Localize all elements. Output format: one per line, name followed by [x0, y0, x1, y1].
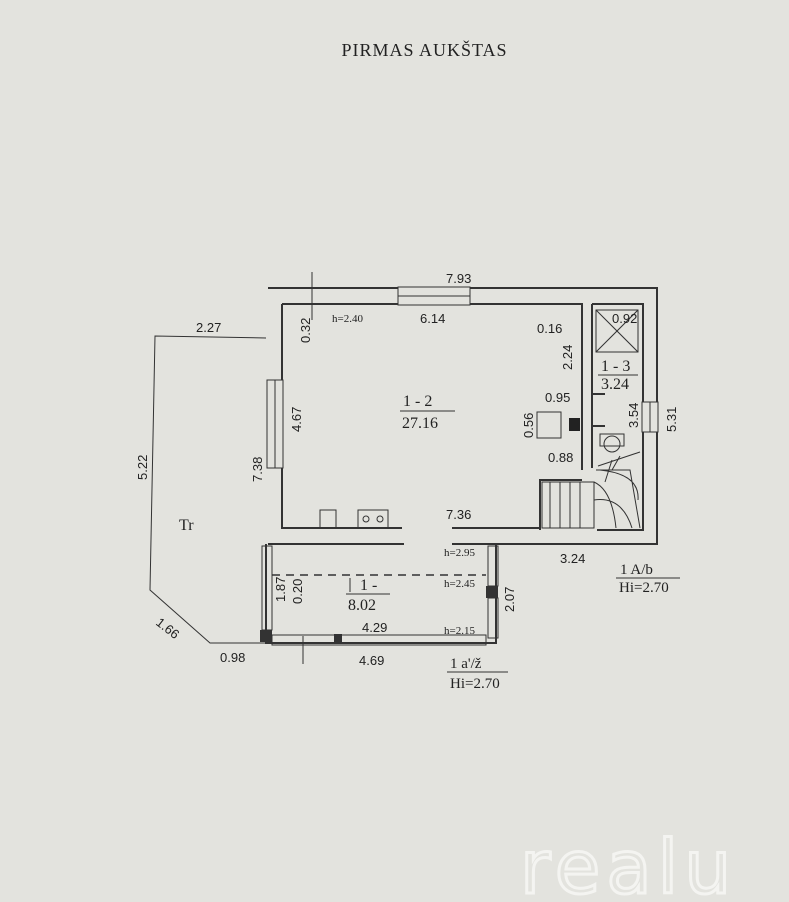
- staircase: [541, 451, 641, 529]
- dim-terrace-diag: 1.66: [153, 615, 182, 642]
- dim-top-inner: 6.14: [420, 311, 445, 326]
- dim-porch-inner: 4.29: [362, 620, 387, 635]
- note-ab-line1: 1 A/b: [620, 562, 653, 578]
- dim-inner-bottom: 7.36: [446, 507, 471, 522]
- room-porch-id: 1 -: [360, 577, 377, 594]
- porch-post-right: [486, 586, 498, 598]
- sink-icon: [536, 411, 562, 439]
- dim-left-inner: 4.67: [289, 407, 304, 432]
- dim-bath-top: 0.92: [612, 311, 637, 326]
- note-az-line2: Hi=2.70: [450, 676, 500, 692]
- dim-terrace-side: 5.22: [135, 455, 150, 480]
- chimney-icon: [569, 418, 580, 431]
- kitchen-unit-right: [357, 509, 389, 529]
- porch-post-left: [260, 630, 272, 642]
- dim-stair-088: 0.88: [548, 450, 573, 465]
- dim-porch-020: 0.20: [290, 579, 305, 604]
- house-outer-wall: [268, 287, 658, 545]
- note-ab-line2: Hi=2.70: [619, 580, 669, 596]
- height-main: h=2.40: [332, 313, 363, 325]
- height-porch-c: h=2.15: [444, 625, 475, 637]
- room-main-area: 27.16: [402, 415, 438, 432]
- dim-left-small: 0.32: [298, 318, 313, 343]
- note-az-line1: 1 a'/ž: [450, 656, 482, 672]
- height-porch-b: h=2.45: [444, 578, 475, 590]
- dim-stair-095: 0.95: [545, 390, 570, 405]
- dim-right-side: 5.31: [664, 407, 679, 432]
- main-room-inner-wall: [281, 303, 583, 530]
- room-porch-area: 8.02: [348, 597, 376, 614]
- dim-stair-width: 3.24: [560, 551, 585, 566]
- height-porch-a: h=2.95: [444, 547, 475, 559]
- room-bath-id: 1 - 3: [601, 358, 630, 375]
- toilet-icon: [599, 433, 625, 453]
- kitchen-unit-left: [319, 509, 337, 529]
- dim-terrace-top: 2.27: [196, 320, 221, 335]
- dim-porch-207: 2.07: [502, 587, 517, 612]
- dim-top-total: 7.93: [446, 271, 471, 286]
- dim-porch-187: 1.87: [273, 577, 288, 602]
- watermark-logo: realu: [520, 825, 737, 902]
- room-terrace-id: Tr: [179, 517, 194, 534]
- room-bath-area: 3.24: [601, 376, 629, 393]
- dim-wall-016: 0.16: [537, 321, 562, 336]
- terrace-outline: [149, 335, 267, 644]
- dim-bath-height: 3.54: [626, 403, 641, 428]
- page-title: PIRMAS AUKŠTAS: [341, 40, 508, 60]
- dim-porch-outer: 4.69: [359, 653, 384, 668]
- dim-terrace-bottom: 0.98: [220, 650, 245, 665]
- room-main-id: 1 - 2: [403, 393, 432, 410]
- dim-stair-056: 0.56: [521, 413, 536, 438]
- dim-left-outer: 7.38: [250, 457, 265, 482]
- shower-icon: [595, 309, 639, 353]
- dim-stair-224: 2.24: [560, 345, 575, 370]
